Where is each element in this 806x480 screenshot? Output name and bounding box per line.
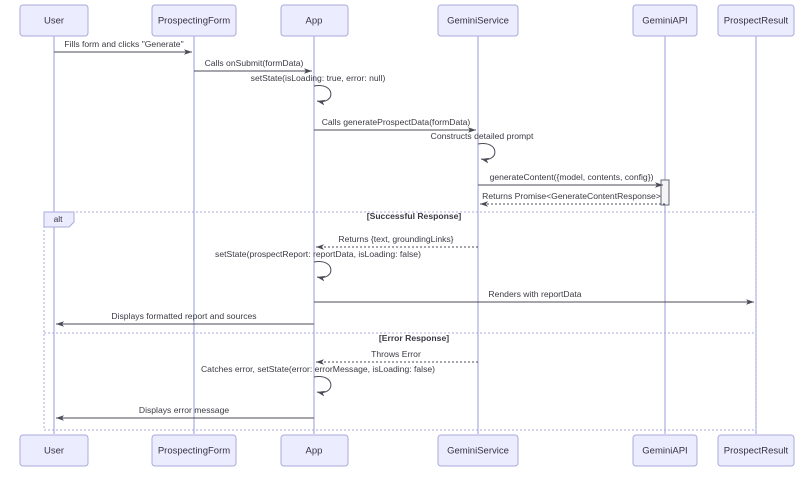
participant-box-prospectResult-bottom[interactable] [717,434,795,467]
message-label-m10: Renders with reportData [488,289,581,299]
message-label-m2: Calls onSubmit(formData) [205,58,304,68]
participant-label-geminiAPI-bottom: GeminiAPI [642,446,687,457]
participant-box-prospectingForm-bottom[interactable] [151,434,237,467]
alt-fragment-frame [43,211,757,431]
message-label-m14: Displays error message [139,405,229,415]
participant-label-geminiService-top: GeminiService [447,16,509,27]
self-message-m3 [313,85,332,106]
message-label-m6: generateContent({model, contents, config… [490,172,654,182]
alt-branch-condition-branch-error: [Error Response] [379,333,449,343]
message-label-m3: setState(isLoading: true, error: null) [251,73,386,83]
participant-box-geminiAPI-top[interactable] [632,4,698,37]
participant-label-app-bottom: App [306,446,323,457]
alt-branch-condition-branch-success: [Successful Response] [367,211,462,221]
participant-label-prospectingForm-bottom: ProspectingForm [158,446,230,457]
alt-fragment-tab-label: alt [54,214,64,224]
lifelines-group [53,36,757,434]
message-label-m13: Catches error, setState(error: errorMess… [201,364,435,374]
actor-boxes-top-group: User ProspectingForm App GeminiService Gemin… [19,4,795,37]
actor-boxes-bottom-group: User ProspectingForm App GeminiService Gemin… [19,434,795,467]
participant-label-geminiService-bottom: GeminiService [447,446,509,457]
participant-label-prospectingForm-top: ProspectingForm [158,16,230,27]
activation-bar-geminiAPI [660,179,670,206]
participant-box-user-bottom[interactable] [19,434,89,467]
participant-label-prospectResult-bottom: ProspectResult [724,446,789,457]
messages-group: Fills form and clicks "Generate" Calls on… [54,39,754,421]
participant-box-user-top[interactable] [19,4,89,37]
message-label-m11: Displays formatted report and sources [111,311,256,321]
message-label-m12: Throws Error [371,349,421,359]
message-label-m9: setState(prospectReport: reportData, isL… [215,249,421,259]
self-message-m5 [477,143,496,164]
participant-label-app-top: App [306,16,323,27]
participant-box-prospectingForm-top[interactable] [151,4,237,37]
message-label-m1: Fills form and clicks "Generate" [64,39,183,49]
participant-label-prospectResult-top: ProspectResult [724,16,789,27]
alt-fragment-tab [43,211,75,228]
participant-box-app-bottom[interactable] [280,434,349,467]
participant-box-geminiService-bottom[interactable] [437,434,519,467]
participant-box-geminiService-top[interactable] [437,4,519,37]
participant-box-prospectResult-top[interactable] [717,4,795,37]
participant-label-geminiAPI-top: GeminiAPI [642,16,687,27]
message-label-m8: Returns {text, groundingLinks} [338,234,453,244]
participant-label-user-bottom: User [44,446,64,457]
self-message-m13 [313,376,332,397]
message-label-m4: Calls generateProspectData(formData) [322,117,471,127]
participant-label-user-top: User [44,16,64,27]
message-label-m7: Returns Promise<GenerateContentResponse> [482,191,661,201]
alt-fragment-group: alt [Successful Response] [Error Response] [43,211,757,431]
activations-group [660,179,670,206]
participant-box-geminiAPI-bottom[interactable] [632,434,698,467]
message-label-m5: Constructs detailed prompt [431,131,534,141]
participant-box-app-top[interactable] [280,4,349,37]
self-message-m9 [313,261,332,282]
